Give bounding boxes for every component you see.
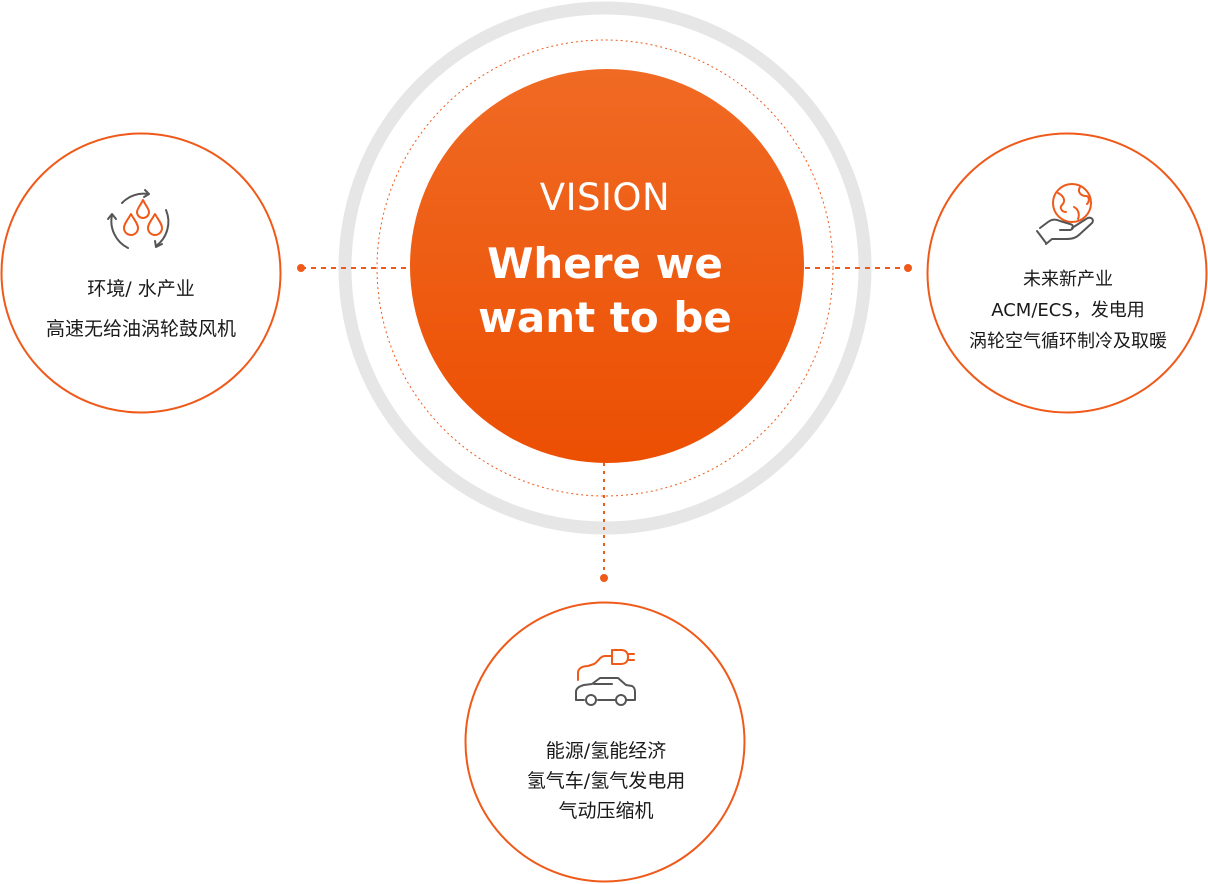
bottom-connector-dot <box>600 574 608 582</box>
left-connector-dot <box>297 264 305 272</box>
bottom-node-title: 能源/氢能经济 <box>545 740 667 762</box>
node-right-circle <box>926 132 1208 414</box>
right-node-line2: ACM/ECS，发电用 <box>991 300 1145 321</box>
right-node-title: 未来新产业 <box>1023 269 1113 290</box>
vision-tagline-line2: want to be <box>478 293 732 342</box>
vision-label: VISION <box>539 176 671 219</box>
left-node-subtitle: 高速无给油涡轮鼓风机 <box>45 318 236 340</box>
dotted-orbit-ring <box>376 39 834 497</box>
left-node-title: 环境/ 水产业 <box>87 278 195 300</box>
hydrogen-car-icon <box>575 649 636 706</box>
earth-hand-icon <box>1036 183 1094 245</box>
vision-center-circle <box>410 69 804 463</box>
bottom-node-line2: 氢气车/氢气发电用 <box>526 770 686 792</box>
water-cycle-icon <box>107 189 170 249</box>
right-node-line3: 涡轮空气循环制冷及取暖 <box>969 331 1167 352</box>
right-connector-dot <box>904 264 912 272</box>
node-left-circle <box>0 132 282 414</box>
vision-tagline-line1: Where we <box>487 239 723 288</box>
bottom-node-line3: 气动压缩机 <box>558 800 654 822</box>
node-bottom-circle <box>464 601 746 883</box>
